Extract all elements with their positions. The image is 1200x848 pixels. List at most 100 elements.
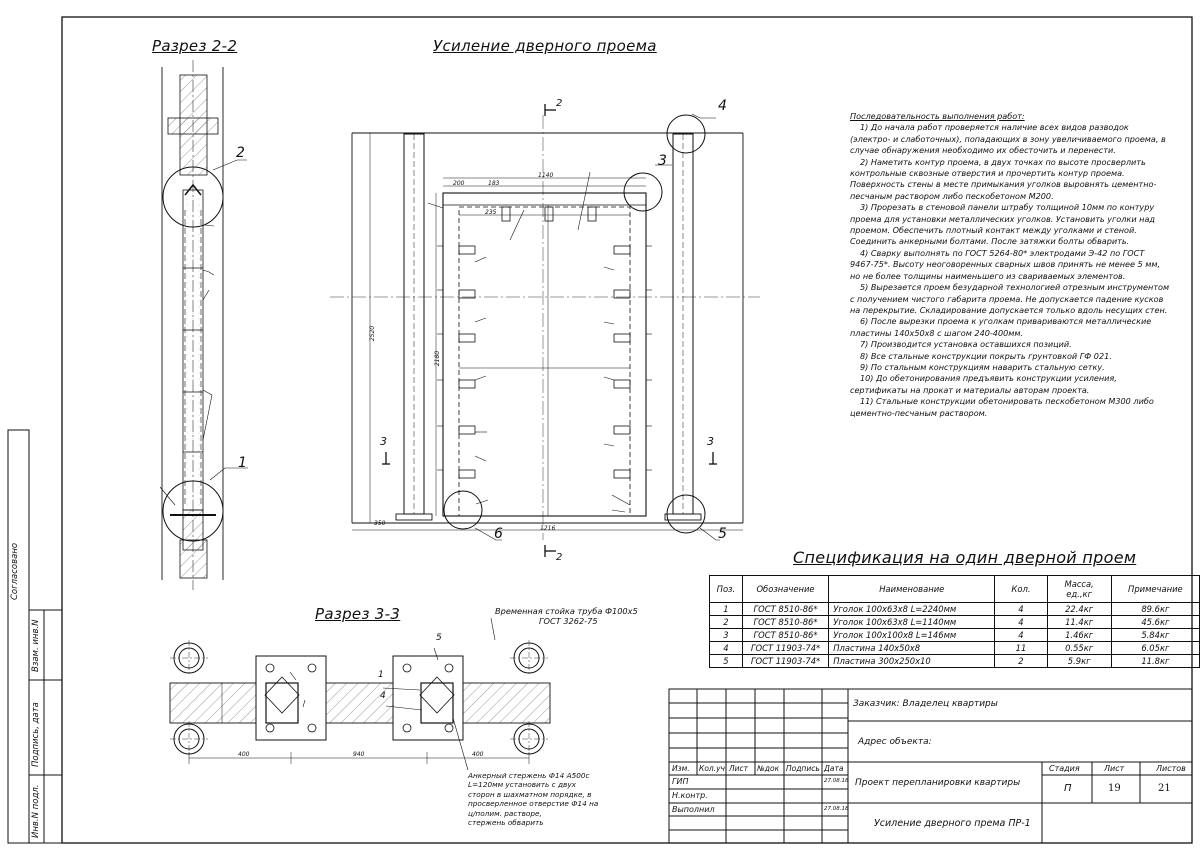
anchor-note-line: сторон в шахматном порядке, в xyxy=(468,789,592,799)
note-item: 11) Стальные конструкции обетонировать п… xyxy=(850,396,1154,418)
spec-cell: 5.9кг xyxy=(1046,654,1112,668)
customer-label: Заказчик: Владелец квартиры xyxy=(853,699,998,709)
work-sequence-notes: Последовательность выполнения работ: 1) … xyxy=(850,111,1170,419)
marker-5-section33: 5 xyxy=(436,633,442,643)
sheet-value: 19 xyxy=(1108,783,1121,794)
sheets-value: 21 xyxy=(1158,783,1171,794)
sheets-header: Листов xyxy=(1156,764,1186,773)
anchor-note-line: ц/полим. растворе, xyxy=(468,808,542,818)
title-block-frame xyxy=(668,688,1193,844)
spec-cell: ГОСТ 8510-86* xyxy=(741,602,830,616)
cut-mark-2-bottom: 2 xyxy=(556,552,563,563)
stamp-col-header: Кол.уч xyxy=(699,764,725,773)
project-name: Проект перепланировки квартиры xyxy=(855,778,1021,788)
note-item: 6) После вырезки проема к уголкам привар… xyxy=(850,316,1152,338)
note-item: 9) По стальным конструкциям наварить ста… xyxy=(860,361,1105,372)
spec-cell: 6.05кг xyxy=(1110,641,1200,655)
spec-header-cell: Примечание xyxy=(1110,575,1200,603)
date-gip: 27.08.18 xyxy=(824,778,849,784)
spec-cell: 11 xyxy=(994,641,1048,655)
dim-235: 235 xyxy=(485,209,497,216)
role-nkontr: Н.контр. xyxy=(672,791,708,800)
stage-value: П xyxy=(1064,783,1072,794)
spec-cell: ГОСТ 8510-86* xyxy=(741,628,830,642)
spec-cell: Уголок 100х63х8 L=2240мм xyxy=(828,602,996,616)
address-label: Адрес объекта: xyxy=(858,737,932,747)
side-agreed: Согласовано xyxy=(10,542,20,600)
role-performer: Выполнил xyxy=(672,805,715,814)
spec-header-cell: Масса, ед.,кг xyxy=(1046,575,1112,603)
temp-post-note: Временная стойка труба Ф100х5 ГОСТ 3262-… xyxy=(495,606,638,626)
spec-cell: 89.6кг xyxy=(1110,602,1200,616)
spec-cell: 4 xyxy=(994,602,1048,616)
spec-cell: 0.55кг xyxy=(1046,641,1112,655)
spec-cell: 4 xyxy=(709,641,743,655)
spec-header-cell: Поз. xyxy=(709,575,743,603)
dim-400-left: 400 xyxy=(238,751,250,758)
anchor-note-line: стержень обварить xyxy=(468,818,544,828)
dim-200: 200 xyxy=(453,180,465,187)
spec-cell: 2 xyxy=(709,615,743,629)
side-sign: Подпись, дата xyxy=(31,702,41,767)
callout-4: 4 xyxy=(718,98,727,114)
spec-header-cell: Кол. xyxy=(994,575,1048,603)
section-3-3-drawing xyxy=(169,617,551,771)
spec-cell: 22.4кг xyxy=(1046,602,1112,616)
dim-400-right: 400 xyxy=(472,751,484,758)
section-3-3-title: Разрез 3-3 xyxy=(315,605,401,623)
spec-cell: ГОСТ 11903-74* xyxy=(741,654,830,668)
stamp-col-header: Изм. xyxy=(672,764,690,773)
marker-1-section33: 1 xyxy=(378,670,384,680)
note-item: 3) Прорезать в стеновой панели штрабу то… xyxy=(850,202,1155,247)
notes-heading: Последовательность выполнения работ: xyxy=(850,111,1025,121)
section-2-2-drawing xyxy=(159,60,248,590)
stamp-col-header: Лист xyxy=(729,764,749,773)
temp-post-note-line2: ГОСТ 3262-75 xyxy=(539,616,598,626)
main-title: Усиление дверного проема xyxy=(433,37,657,55)
spec-cell: 11.4кг xyxy=(1046,615,1112,629)
note-item: 2) Наметить контур проема, в двух точках… xyxy=(850,156,1157,201)
spec-cell: 1 xyxy=(709,602,743,616)
note-item: 8) Все стальные конструкции покрыть грун… xyxy=(860,350,1112,361)
door-opening-elevation xyxy=(330,104,760,557)
spec-cell: 4 xyxy=(994,628,1048,642)
note-item: 5) Вырезается проем безударной технологи… xyxy=(850,282,1170,315)
anchor-note-line: L=120мм установить с двух xyxy=(468,780,576,790)
spec-cell: Уголок 100х63х8 L=1140мм xyxy=(828,615,996,629)
anchor-note-line: Анкерный стержень Ф14 А500с xyxy=(468,771,590,780)
note-item: 10) До обетонирования предъявить констру… xyxy=(850,373,1117,395)
date-performer: 27.08.18 xyxy=(824,806,849,812)
sheet-header: Лист xyxy=(1104,764,1125,773)
role-gip: ГИП xyxy=(672,777,689,786)
callout-3: 3 xyxy=(658,153,667,169)
spec-cell: 5.84кг xyxy=(1110,628,1200,642)
cut-mark-3-left: 3 xyxy=(380,435,387,448)
cut-mark-3-right: 3 xyxy=(707,435,714,448)
spec-cell: Пластина 300х250х10 xyxy=(828,654,996,668)
spec-cell: 45.6кг xyxy=(1110,615,1200,629)
side-stamp-frame xyxy=(7,429,63,844)
marker-4-section33: 4 xyxy=(380,691,386,701)
anchor-note-line: просверленное отверстие Ф14 на xyxy=(468,799,599,809)
section-2-2-title: Разрез 2-2 xyxy=(152,37,238,55)
temp-post-note-line1: Временная стойка труба Ф100х5 xyxy=(495,606,638,616)
dim-1216: 1216 xyxy=(540,525,556,532)
callout-6: 6 xyxy=(494,526,503,542)
spec-cell: Пластина 140х50х8 xyxy=(828,641,996,655)
spec-cell: 2 xyxy=(994,654,1048,668)
callout-5: 5 xyxy=(718,526,727,542)
stage-header: Стадия xyxy=(1049,764,1080,773)
stamp-col-header: Подпись xyxy=(786,764,820,773)
dim-2520: 2520 xyxy=(369,325,377,342)
side-replace: Взам. инв.N xyxy=(31,619,41,672)
dim-183: 183 xyxy=(488,180,500,187)
spec-cell: 1.46кг xyxy=(1046,628,1112,642)
